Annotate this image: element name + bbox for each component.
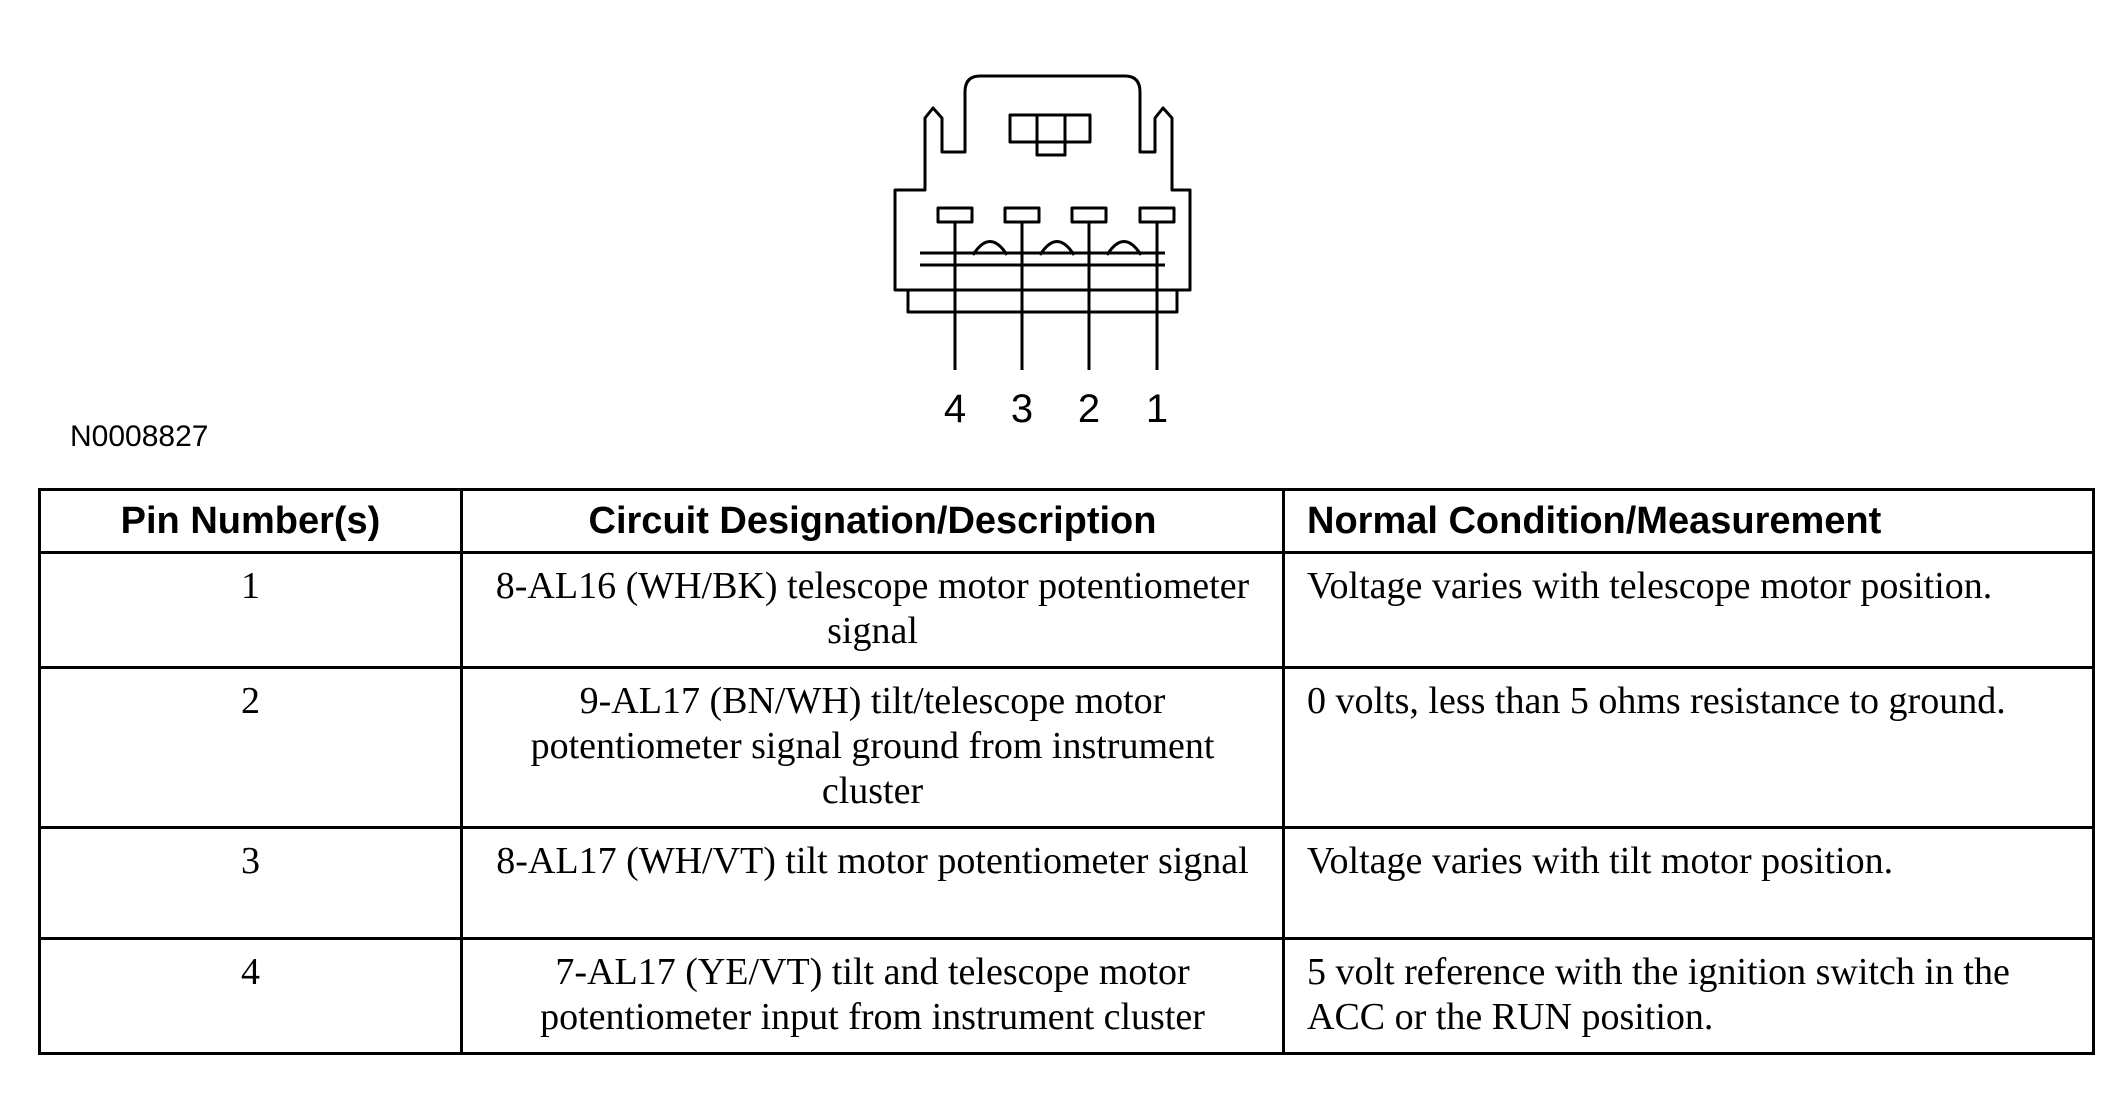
circuit-cell: 9-AL17 (BN/WH) tilt/telescope motor pote… [460,666,1285,829]
table-row: 3 8-AL17 (WH/VT) tilt motor potentiomete… [38,826,2095,940]
pin-number-cell: 2 [38,666,463,829]
locking-tab-inner [1035,113,1067,157]
circuit-cell: 8-AL16 (WH/BK) telescope motor potentiom… [460,551,1285,669]
header-circuit: Circuit Designation/Description [460,488,1285,554]
table-header-row: Pin Number(s) Circuit Designation/Descri… [38,488,2095,554]
header-pin-numbers: Pin Number(s) [38,488,463,554]
pin-table: Pin Number(s) Circuit Designation/Descri… [38,488,2095,1055]
table-row: 2 9-AL17 (BN/WH) tilt/telescope motor po… [38,666,2095,829]
figure-id: N0008827 [70,420,209,453]
header-condition: Normal Condition/Measurement [1282,488,2095,554]
terminal-arch [1105,240,1143,256]
pin-label-2: 2 [1078,387,1100,430]
circuit-cell: 7-AL17 (YE/VT) tilt and telescope motor … [460,937,1285,1055]
condition-cell: 5 volt reference with the ignition switc… [1282,937,2095,1055]
terminal-slot [1003,206,1041,224]
pin-number-cell: 1 [38,551,463,669]
terminal-slot [1138,206,1176,224]
condition-cell: Voltage varies with telescope motor posi… [1282,551,2095,669]
terminal-arch [1038,240,1076,256]
pin-label-3: 3 [1011,387,1033,430]
terminal-arch [971,240,1009,256]
pin-label-4: 4 [944,387,966,430]
connector-diagram: 4 3 2 1 [880,60,1240,430]
pin-number-cell: 4 [38,937,463,1055]
connector-flange [906,290,1179,314]
pin-number-cell: 3 [38,826,463,940]
connector-housing [893,74,1192,292]
pin-label-1: 1 [1146,387,1168,430]
table-row: 1 8-AL16 (WH/BK) telescope motor potenti… [38,551,2095,669]
locking-tab [1008,113,1092,144]
table-row: 4 7-AL17 (YE/VT) tilt and telescope moto… [38,937,2095,1055]
connector-drawing: 4 3 2 1 [893,74,1192,430]
terminal-slot [1070,206,1108,224]
circuit-cell: 8-AL17 (WH/VT) tilt motor potentiometer … [460,826,1285,940]
condition-cell: 0 volts, less than 5 ohms resistance to … [1282,666,2095,829]
condition-cell: Voltage varies with tilt motor position. [1282,826,2095,940]
terminal-slot [936,206,974,224]
